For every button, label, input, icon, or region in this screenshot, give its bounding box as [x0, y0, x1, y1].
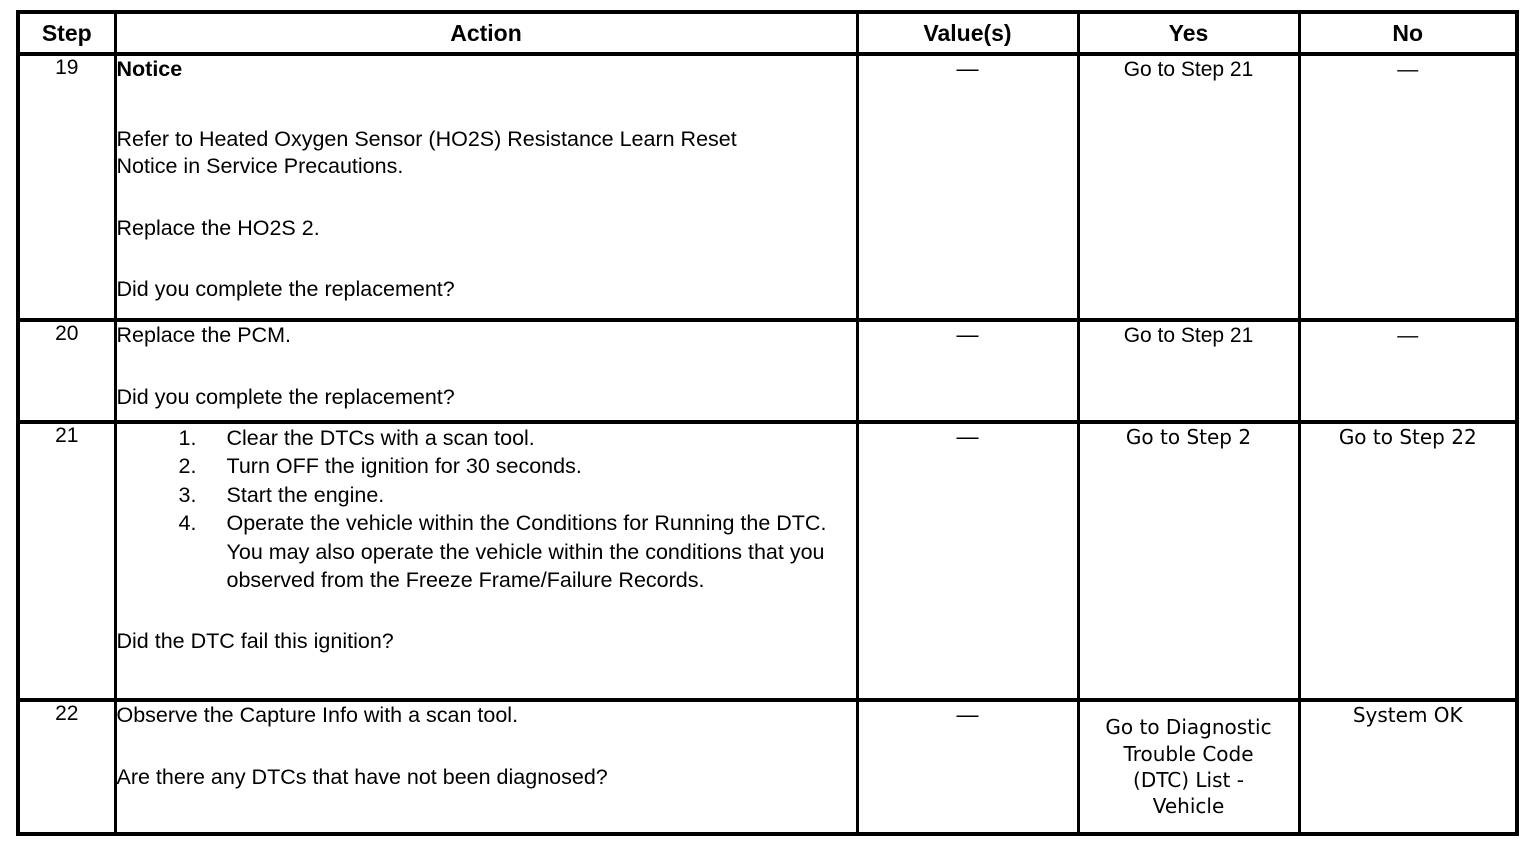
- action-content: Clear the DTCs with a scan tool. Turn OF…: [113, 420, 859, 702]
- column-header-no: No: [1297, 10, 1519, 56]
- action-content: Notice Refer to Heated Oxygen Sensor (HO…: [113, 52, 859, 322]
- spacer: [117, 594, 856, 628]
- action-content: Replace the PCM. Did you complete the re…: [113, 318, 859, 424]
- yes-text-line-4: Vehicle: [1152, 794, 1225, 819]
- yes-text: Go to Step 2: [1125, 425, 1252, 449]
- column-header-values: Value(s): [855, 10, 1080, 56]
- action-instruction: Replace the HO2S 2.: [116, 215, 320, 240]
- table-row: 20 Replace the PCM. Did you complete the…: [16, 318, 1519, 424]
- no-cell[interactable]: System OK: [1297, 698, 1519, 836]
- spacer: [117, 242, 856, 276]
- value-text: —: [956, 424, 979, 449]
- yes-text: Go to Step 21: [1123, 58, 1254, 81]
- header-row: Step Action Value(s) Yes No: [16, 10, 1519, 56]
- no-text: —: [1397, 324, 1419, 347]
- spacer: [117, 350, 856, 384]
- action-question: Did the DTC fail this ignition?: [116, 629, 394, 654]
- diagnostic-table: Step Action Value(s) Yes No 19 Notice Re…: [16, 10, 1519, 836]
- yes-cell[interactable]: Go to Step 21: [1076, 52, 1301, 322]
- list-item: Operate the vehicle within the Condition…: [179, 509, 827, 592]
- action-content: Observe the Capture Info with a scan too…: [113, 698, 859, 836]
- list-item: Start the engine.: [179, 481, 385, 510]
- value-text: —: [956, 56, 979, 81]
- action-question: Are there any DTCs that have not been di…: [116, 764, 608, 789]
- action-step-list: Clear the DTCs with a scan tool. Turn OF…: [117, 424, 856, 594]
- yes-text-line-3: (DTC) List -: [1133, 768, 1244, 792]
- list-item: Clear the DTCs with a scan tool.: [179, 424, 535, 453]
- notice-body-line-1: Refer to Heated Oxygen Sensor (HO2S) Res…: [116, 126, 737, 151]
- value-text: —: [956, 322, 979, 347]
- no-text: —: [1397, 58, 1419, 81]
- yes-cell[interactable]: Go to Step 21: [1076, 318, 1301, 424]
- notice-body-line-2: Notice in Service Precautions.: [116, 154, 404, 179]
- yes-text: Go to Step 21: [1123, 324, 1254, 347]
- yes-text-line-2: Trouble Code: [1123, 741, 1254, 766]
- no-cell[interactable]: —: [1297, 52, 1519, 322]
- column-header-step: Step: [16, 10, 117, 56]
- step-number: 19: [16, 52, 117, 322]
- no-text: System OK: [1352, 703, 1463, 727]
- value-cell: —: [855, 698, 1080, 836]
- no-text: Go to Step 22: [1338, 425, 1477, 449]
- table-body: 19 Notice Refer to Heated Oxygen Sensor …: [16, 52, 1519, 836]
- table-row: 22 Observe the Capture Info with a scan …: [16, 698, 1519, 836]
- yes-text-line-1: Go to Diagnostic: [1105, 715, 1272, 740]
- table-header: Step Action Value(s) Yes No: [16, 10, 1519, 56]
- action-instruction: Replace the PCM.: [116, 323, 291, 347]
- step-number: 21: [16, 420, 117, 702]
- table-row: 21 Clear the DTCs with a scan tool. Turn…: [16, 420, 1519, 702]
- no-cell[interactable]: Go to Step 22: [1297, 420, 1519, 702]
- notice-label: Notice: [116, 57, 183, 81]
- no-cell[interactable]: —: [1297, 318, 1519, 424]
- column-header-action: Action: [113, 10, 859, 56]
- yes-cell[interactable]: Go to Diagnostic Trouble Code (DTC) List…: [1076, 698, 1301, 836]
- step-number: 20: [16, 318, 117, 424]
- column-header-yes: Yes: [1076, 10, 1301, 56]
- action-question: Did you complete the replacement?: [116, 384, 455, 409]
- action-instruction: Observe the Capture Info with a scan too…: [116, 703, 519, 727]
- table-row: 19 Notice Refer to Heated Oxygen Sensor …: [16, 52, 1519, 322]
- spacer: [117, 730, 856, 764]
- step-number: 22: [16, 698, 117, 836]
- value-text: —: [956, 702, 979, 727]
- yes-cell[interactable]: Go to Step 2: [1076, 420, 1301, 702]
- list-item: Turn OFF the ignition for 30 seconds.: [179, 452, 582, 481]
- spacer: [117, 84, 856, 126]
- value-cell: —: [855, 52, 1080, 322]
- value-cell: —: [855, 420, 1080, 702]
- spacer: [117, 181, 856, 215]
- action-question: Did you complete the replacement?: [116, 277, 455, 302]
- value-cell: —: [855, 318, 1080, 424]
